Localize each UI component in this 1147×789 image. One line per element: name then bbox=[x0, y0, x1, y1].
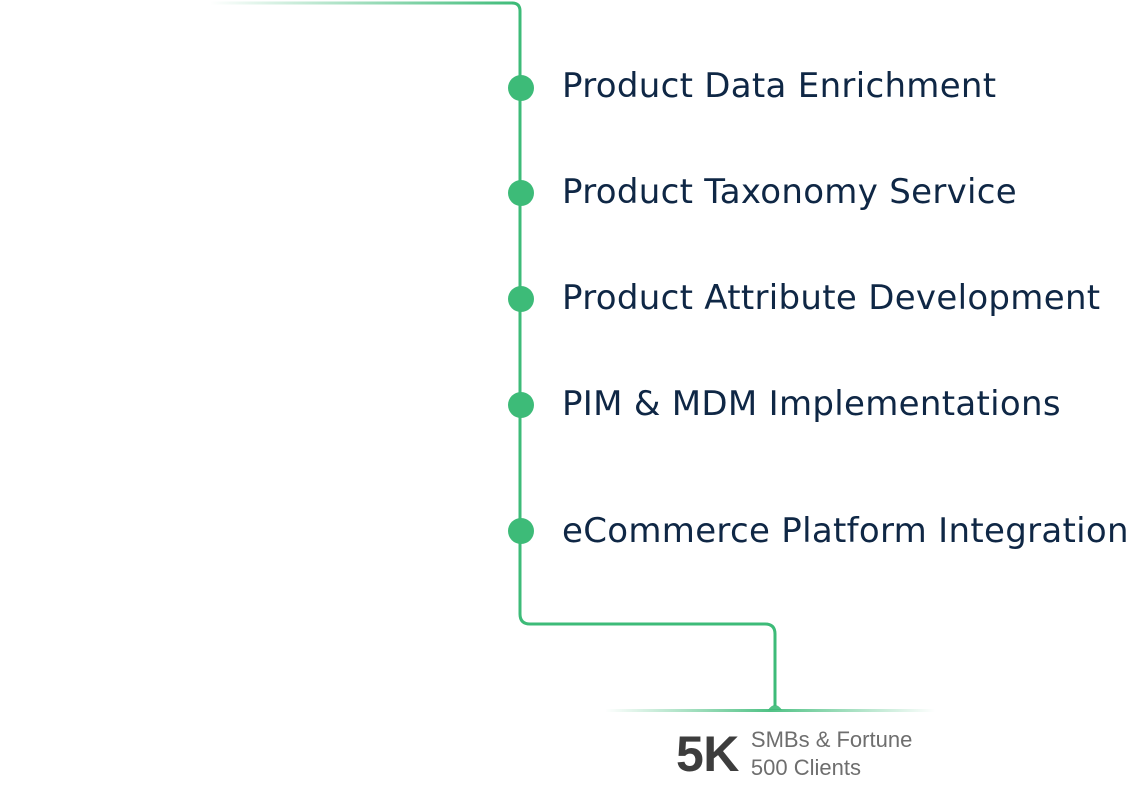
service-label-data-enrichment: Product Data Enrichment bbox=[562, 66, 997, 106]
client-stat: 5K SMBs & Fortune 500 Clients bbox=[676, 726, 912, 782]
service-label-pim-mdm: PIM & MDM Implementations bbox=[562, 384, 1061, 424]
service-label-taxonomy: Product Taxonomy Service bbox=[562, 172, 1018, 212]
stat-value: 5K bbox=[676, 726, 739, 782]
milestone-dot bbox=[508, 518, 534, 544]
milestone-dot bbox=[508, 180, 534, 206]
base-line bbox=[605, 709, 935, 712]
milestone-dot bbox=[508, 75, 534, 101]
base-cap bbox=[768, 705, 782, 710]
stat-caption-line-1: SMBs & Fortune bbox=[750, 727, 913, 752]
milestone-dot bbox=[508, 392, 534, 418]
service-label-attribute-development: Product Attribute Development bbox=[562, 278, 1101, 318]
milestone-dot bbox=[508, 286, 534, 312]
stat-caption: SMBs & Fortune 500 Clients bbox=[751, 726, 912, 782]
vertical-line bbox=[511, 1, 777, 706]
stat-caption-line-2: 500 Clients bbox=[750, 755, 861, 780]
service-label-ecommerce-integration: eCommerce Platform Integration bbox=[562, 511, 1129, 551]
